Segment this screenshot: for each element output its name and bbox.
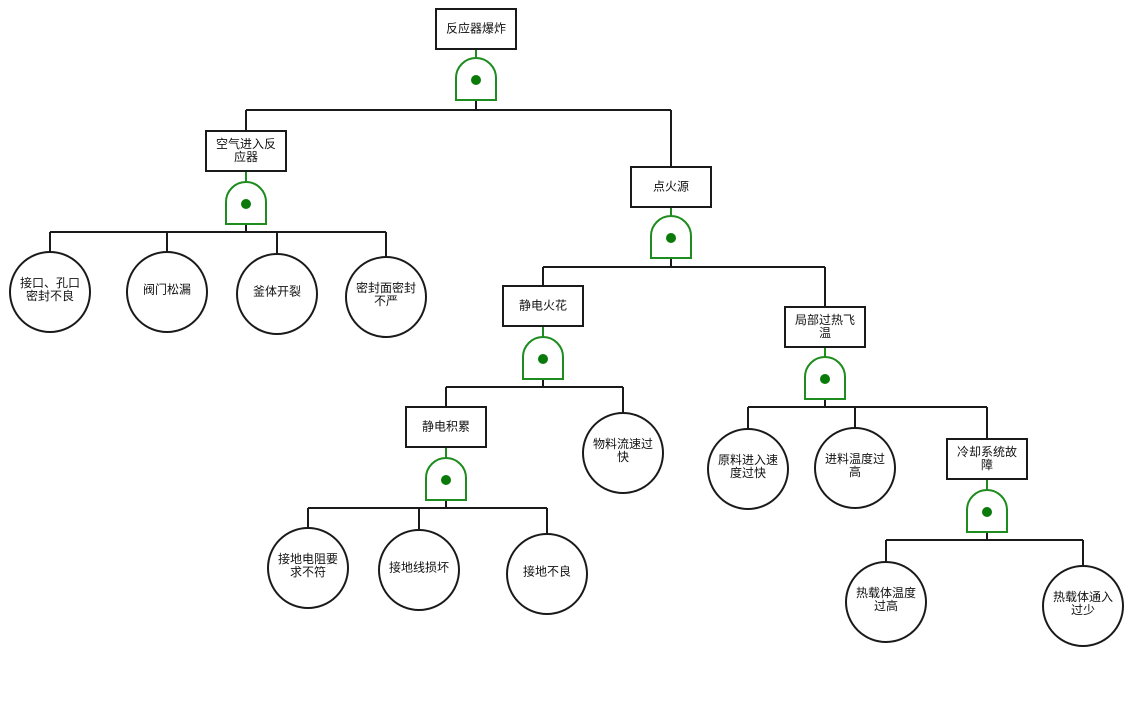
- event-label: 不严: [374, 294, 398, 308]
- event-label: 过少: [1071, 603, 1095, 617]
- basic-event-circle[interactable]: [126, 251, 208, 333]
- event-label: 热载体通入: [1053, 590, 1113, 604]
- event-label: 静电积累: [422, 420, 470, 434]
- and-gate-dot: [820, 374, 830, 384]
- event-label: 反应器爆炸: [446, 21, 506, 36]
- event-label: 阀门松漏: [143, 282, 191, 297]
- basic-event-circle[interactable]: [814, 427, 896, 509]
- event-label: 温: [819, 326, 831, 340]
- event-label: 局部过热飞: [795, 312, 855, 327]
- event-box[interactable]: [502, 285, 584, 327]
- and-gate-dot: [441, 475, 451, 485]
- event-label: 物料流速过: [593, 437, 653, 451]
- event-label: 求不符: [290, 564, 326, 579]
- event-box[interactable]: [435, 8, 517, 50]
- event-label: 高: [849, 464, 861, 479]
- event-label: 冷却系统故: [957, 444, 1017, 459]
- event-label: 接地不良: [523, 564, 571, 579]
- intermediate-event-node[interactable]: 静电火花: [502, 285, 584, 327]
- and-gate-dot: [471, 75, 481, 85]
- basic-event-circle[interactable]: [345, 256, 427, 338]
- event-label: 接口、孔口: [20, 275, 80, 290]
- event-label: 应器: [234, 149, 258, 164]
- event-label: 快: [617, 450, 629, 464]
- basic-event-node[interactable]: 阀门松漏: [126, 251, 208, 333]
- tree-nodes: 反应器爆炸空气进入反应器点火源接口、孔口密封不良阀门松漏釜体开裂密封面密封不严静…: [9, 8, 1124, 647]
- event-box[interactable]: [630, 166, 712, 208]
- basic-event-circle[interactable]: [1042, 565, 1124, 647]
- basic-event-circle[interactable]: [707, 428, 789, 510]
- event-box[interactable]: [205, 130, 287, 172]
- event-label: 过高: [874, 598, 898, 613]
- basic-event-node[interactable]: 接地线损坏: [378, 529, 460, 611]
- event-label: 原料进入速: [718, 453, 778, 467]
- event-label: 密封不良: [26, 288, 74, 303]
- and-gate-dot: [666, 233, 676, 243]
- event-label: 接地线损坏: [389, 560, 449, 575]
- basic-event-circle[interactable]: [236, 253, 318, 335]
- event-box[interactable]: [946, 438, 1028, 480]
- intermediate-event-node[interactable]: 点火源: [630, 166, 712, 208]
- event-box[interactable]: [405, 406, 487, 448]
- basic-event-circle[interactable]: [9, 251, 91, 333]
- basic-event-circle[interactable]: [582, 412, 664, 494]
- event-label: 空气进入反: [216, 136, 276, 151]
- and-gate-dot: [538, 354, 548, 364]
- basic-event-node[interactable]: 釜体开裂: [236, 253, 318, 335]
- event-label: 点火源: [653, 180, 689, 194]
- basic-event-node[interactable]: 接地不良: [506, 533, 588, 615]
- event-box[interactable]: [784, 306, 866, 348]
- event-label: 进料温度过: [825, 451, 885, 466]
- event-label: 度过快: [730, 465, 766, 480]
- connector-lines: [49, 49, 1084, 566]
- and-gate-dot: [241, 199, 251, 209]
- event-label: 热载体温度: [856, 585, 916, 600]
- basic-event-circle[interactable]: [845, 561, 927, 643]
- event-label: 釜体开裂: [253, 284, 301, 299]
- and-gate-dot: [982, 507, 992, 517]
- event-label: 障: [981, 457, 993, 472]
- and-gates: [225, 57, 1008, 533]
- intermediate-event-node[interactable]: 静电积累: [405, 406, 487, 448]
- event-label: 接地电阻要: [278, 551, 338, 566]
- event-label: 静电火花: [519, 298, 567, 313]
- event-label: 密封面密封: [356, 280, 416, 295]
- basic-event-circle[interactable]: [378, 529, 460, 611]
- basic-event-circle[interactable]: [267, 527, 349, 609]
- basic-event-circle[interactable]: [506, 533, 588, 615]
- intermediate-event-node[interactable]: 反应器爆炸: [435, 8, 517, 50]
